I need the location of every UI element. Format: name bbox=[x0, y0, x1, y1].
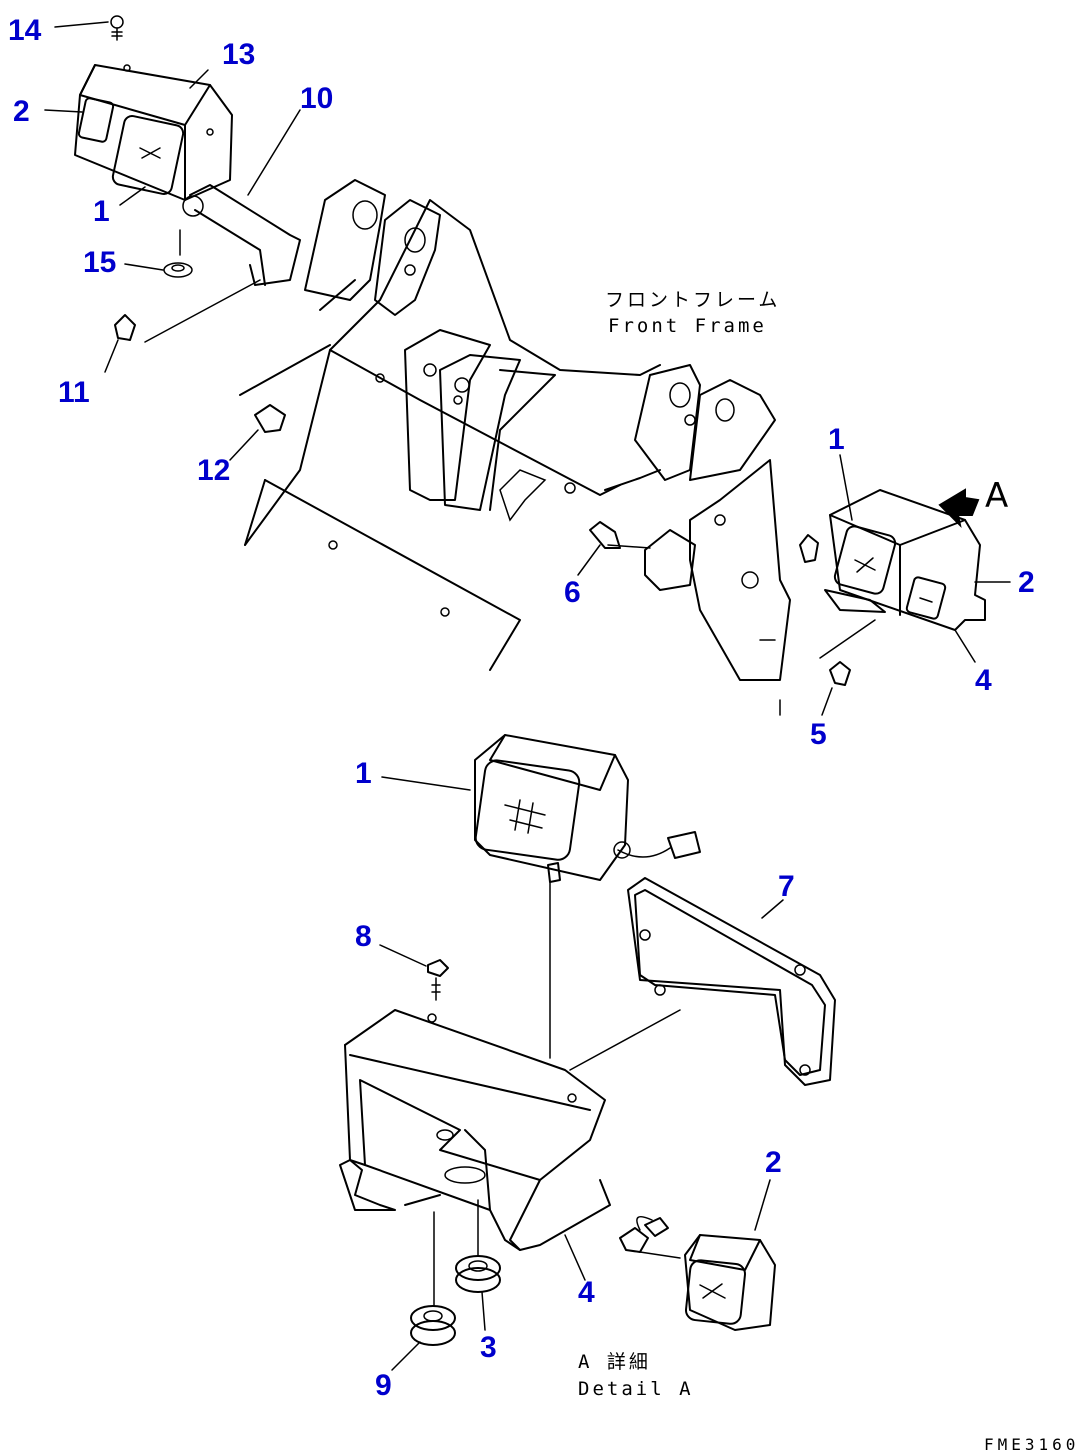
right-lamp-assembly bbox=[589, 488, 986, 686]
front-frame-label-en: Front Frame bbox=[608, 315, 767, 337]
callout-10: 10 bbox=[300, 82, 333, 115]
callout-2: 2 bbox=[13, 95, 30, 128]
callout-3: 3 bbox=[480, 1331, 497, 1364]
detail-a-drawing bbox=[339, 734, 836, 1346]
callout-12: 12 bbox=[197, 454, 230, 487]
callout-5: 5 bbox=[810, 718, 827, 751]
callout-7: 7 bbox=[778, 870, 795, 903]
callout-2: 2 bbox=[1018, 566, 1035, 599]
front-frame-label-jp: フロントフレーム bbox=[605, 289, 780, 311]
leader-lines bbox=[44, 21, 1011, 1371]
callout-6: 6 bbox=[564, 576, 581, 609]
callout-9: 9 bbox=[375, 1369, 392, 1402]
callouts-top-left: 14 13 10 2 1 15 11 12 bbox=[8, 14, 333, 487]
detail-a-label-en: Detail A bbox=[578, 1378, 694, 1400]
callout-1: 1 bbox=[93, 195, 110, 228]
callout-8: 8 bbox=[355, 920, 372, 953]
callout-11: 11 bbox=[58, 376, 90, 409]
front-frame-drawing bbox=[239, 179, 791, 716]
callouts-detail-a: 1 7 8 2 4 3 9 bbox=[355, 757, 795, 1402]
callout-1: 1 bbox=[355, 757, 372, 790]
callout-15: 15 bbox=[83, 246, 116, 279]
callout-4: 4 bbox=[975, 664, 992, 697]
callout-14: 14 bbox=[8, 14, 42, 47]
callouts-right-assembly: 1 2 4 6 5 bbox=[564, 423, 1035, 751]
callout-4: 4 bbox=[578, 1276, 595, 1309]
callout-1: 1 bbox=[828, 423, 845, 456]
drawing-code: FME3160 bbox=[984, 1435, 1079, 1454]
detail-a-label-jp: A 詳細 bbox=[578, 1351, 651, 1373]
view-marker-a: A bbox=[985, 476, 1008, 516]
left-lamp-assembly bbox=[74, 15, 301, 433]
callout-2: 2 bbox=[765, 1146, 782, 1179]
callout-13: 13 bbox=[222, 38, 255, 71]
